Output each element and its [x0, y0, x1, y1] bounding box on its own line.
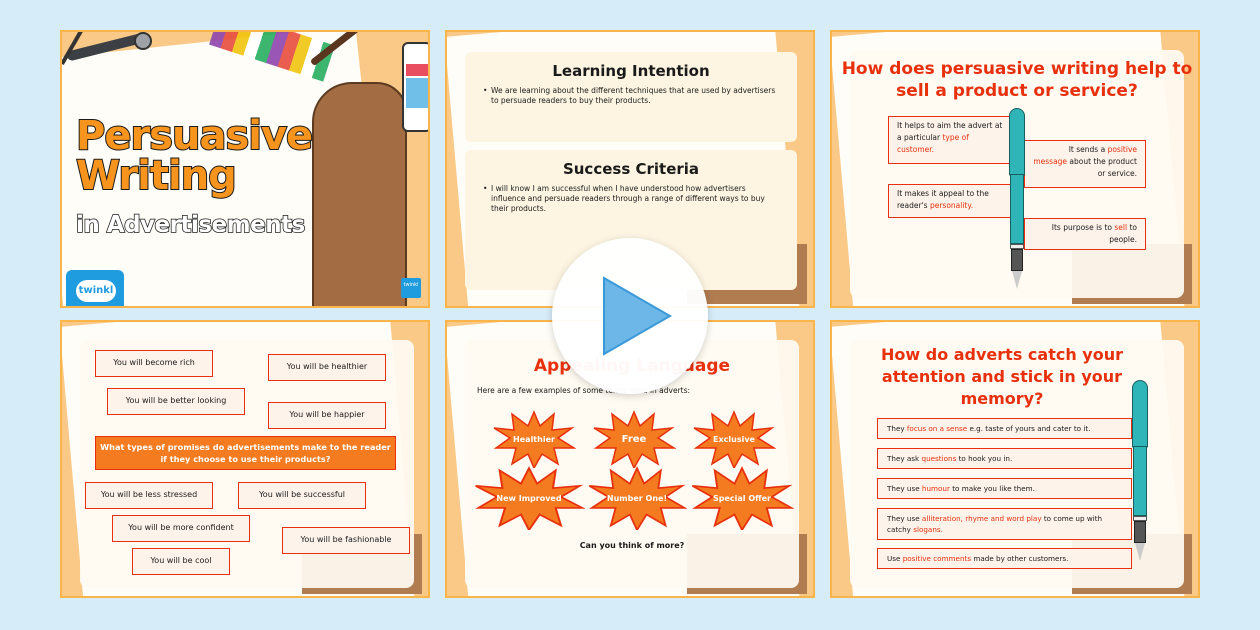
learning-intention-box: Learning Intention We are learning about…: [465, 52, 797, 142]
promise-box: You will be less stressed: [85, 482, 213, 509]
slide-thumbnail-4-promises[interactable]: You will become rich You will be healthi…: [60, 320, 430, 598]
hand-illustration: [312, 82, 407, 306]
term-label: Special Offer: [713, 493, 771, 503]
text: They ask: [887, 454, 922, 463]
promise-box: You will be cool: [132, 548, 230, 575]
highlight: alliteration, rhyme and word play: [921, 514, 1042, 523]
slide-title: How do adverts catch your attention and …: [881, 345, 1123, 408]
slide-title: How does persuasive writing help to sell…: [841, 59, 1193, 101]
technique-box: Use positive comments made by other cust…: [877, 548, 1132, 569]
text: It helps to aim the advert at a particul…: [897, 121, 1003, 142]
slide-thumbnail-2-learning-intention[interactable]: Learning Intention We are learning about…: [445, 30, 815, 308]
fountain-pen-icon: [1132, 380, 1148, 561]
slide-subtitle: in Advertisements: [75, 211, 306, 239]
term-label: Number One!: [606, 493, 668, 503]
slide-thumbnail-3-persuasive-writing[interactable]: How does persuasive writing help to sell…: [830, 30, 1200, 308]
starburst-term: Healthier: [492, 410, 576, 468]
twinkl-badge-icon: twinkl: [401, 278, 421, 298]
play-button[interactable]: [552, 238, 708, 394]
promise-box: You will be fashionable: [282, 527, 410, 554]
starburst-term: Special Offer: [690, 466, 794, 530]
highlight: sell: [1114, 223, 1128, 232]
text: to people.: [1109, 223, 1137, 244]
text: It makes it appeal to the reader's: [897, 189, 989, 210]
highlight: personality.: [929, 201, 974, 210]
learning-intention-bullet: We are learning about the different tech…: [465, 80, 797, 106]
text: e.g. taste of yours and cater to it.: [967, 424, 1091, 433]
text: to come up with catchy: [887, 514, 1103, 534]
title-line-1: Persuasive: [75, 113, 314, 159]
starburst-term: Number One!: [587, 466, 687, 530]
technique-box: They ask questions to hook you in.: [877, 448, 1132, 469]
term-label: Exclusive: [713, 434, 755, 444]
promises-question-banner: What types of promises do advertisements…: [95, 436, 396, 470]
text: to make you like them.: [949, 484, 1035, 493]
text: about the product or service.: [1067, 157, 1137, 178]
promise-box: You will be happier: [268, 402, 386, 429]
phone-illustration: [402, 42, 428, 132]
starburst-term: Exclusive: [692, 410, 776, 468]
promise-box: You will be more confident: [112, 515, 250, 542]
reason-box-4: Its purpose is to sell to people.: [1024, 218, 1146, 250]
learning-intention-heading: Learning Intention: [552, 62, 710, 80]
closing-question: Can you think of more?: [579, 541, 685, 550]
technique-box: They focus on a sense e.g. taste of your…: [877, 418, 1132, 439]
term-label: Healthier: [513, 434, 555, 444]
promise-box: You will be better looking: [107, 388, 245, 415]
highlight: type of customer.: [897, 133, 969, 154]
starburst-term: Free: [592, 410, 676, 468]
reason-box-1: It helps to aim the advert at a particul…: [888, 116, 1012, 164]
starburst-term: New Improved: [473, 466, 585, 530]
technique-box: They use humour to make you like them.: [877, 478, 1132, 499]
success-criteria-bullet: I will know I am successful when I have …: [465, 178, 797, 214]
microphone-head: [134, 32, 152, 50]
slide-title: Persuasive Writing: [75, 113, 314, 199]
text: Its purpose is to: [1051, 223, 1115, 232]
twinkl-logo: twinkl: [66, 270, 124, 306]
text: They: [887, 424, 907, 433]
text: It sends a: [1068, 145, 1108, 154]
slide-thumbnail-1-title[interactable]: Persuasive Writing in Advertisements twi…: [60, 30, 430, 308]
success-criteria-heading: Success Criteria: [562, 160, 700, 178]
highlight: humour: [921, 484, 950, 493]
term-label: New Improved: [496, 493, 562, 503]
highlight: slogans.: [913, 525, 943, 534]
text: Use: [887, 554, 903, 563]
promise-box: You will be successful: [238, 482, 366, 509]
reason-box-2: It sends a positive message about the pr…: [1024, 140, 1146, 188]
fountain-pen-icon: [1009, 108, 1025, 289]
twinkl-cloud-icon: twinkl: [76, 280, 116, 302]
technique-box: They use alliteration, rhyme and word pl…: [877, 508, 1132, 540]
slide-thumbnail-6-catch-attention[interactable]: How do adverts catch your attention and …: [830, 320, 1200, 598]
highlight: positive comments: [902, 554, 972, 563]
play-icon: [603, 276, 672, 356]
text: made by other customers.: [971, 554, 1069, 563]
intro-text: Here are a few examples of some terms us…: [477, 386, 691, 395]
highlight: positive message: [1033, 145, 1137, 166]
promise-box: You will become rich: [95, 350, 213, 377]
text: They use: [887, 514, 922, 523]
highlight: questions: [921, 454, 957, 463]
promise-box: You will be healthier: [268, 354, 386, 381]
reason-box-3: It makes it appeal to the reader's perso…: [888, 184, 1012, 218]
text: to hook you in.: [956, 454, 1013, 463]
term-label: Free: [621, 433, 647, 445]
title-line-2: Writing: [75, 153, 238, 199]
highlight: focus on a sense: [906, 424, 968, 433]
text: They use: [887, 484, 922, 493]
